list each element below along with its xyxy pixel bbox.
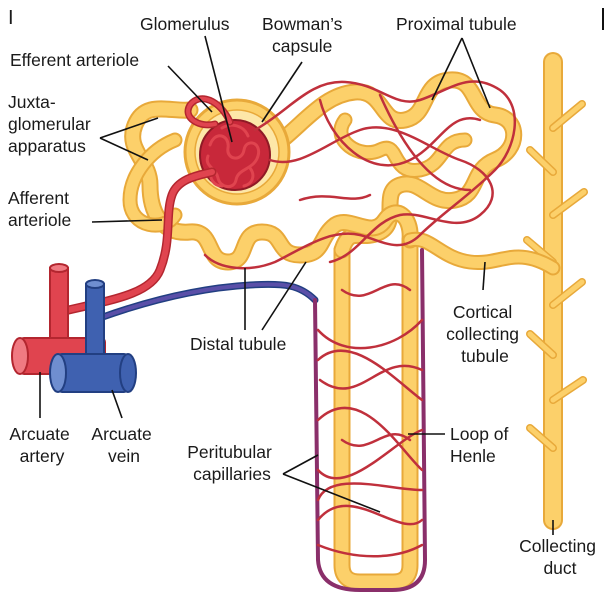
label-distal-tubule: Distal tubule [190, 334, 286, 354]
label-arcuate-vein: Arcuate vein [91, 424, 156, 466]
label-bowmans-capsule: Bowman’s capsule [262, 14, 347, 56]
label-cortical-line2: collecting [446, 324, 519, 344]
label-afferent-line2: arteriole [8, 210, 71, 230]
label-peritubular-line1: Peritubular [187, 442, 272, 462]
label-arcuate-artery: Arcuate artery [9, 424, 74, 466]
label-bowmans-line1: Bowman’s [262, 14, 343, 34]
label-collecting-duct: Collecting duct [519, 536, 601, 578]
label-juxta-line3: apparatus [8, 136, 86, 156]
label-peritubular: Peritubular capillaries [187, 442, 277, 484]
label-loop-line2: Henle [450, 446, 496, 466]
label-vein-line2: vein [108, 446, 140, 466]
label-afferent-arteriole: Afferent arteriole [8, 188, 74, 230]
label-artery-line2: artery [20, 446, 65, 466]
label-efferent-arteriole: Efferent arteriole [10, 50, 139, 70]
label-artery-line1: Arcuate [9, 424, 69, 444]
panel-marker: I [8, 7, 14, 29]
label-cortical-line3: tubule [461, 346, 509, 366]
label-vein-line1: Arcuate [91, 424, 151, 444]
label-juxta-line2: glomerular [8, 114, 91, 134]
label-juxta-line1: Juxta- [8, 92, 56, 112]
label-bowmans-line2: capsule [272, 36, 332, 56]
label-loop-of-henle: Loop of Henle [450, 424, 513, 466]
glomerulus-shape [200, 120, 270, 190]
label-afferent-line1: Afferent [8, 188, 69, 208]
collecting-duct-shape [527, 62, 584, 520]
label-cortical-collecting: Cortical collecting tubule [446, 302, 524, 366]
label-cortical-line1: Cortical [453, 302, 512, 322]
label-juxtaglomerular: Juxta- glomerular apparatus [8, 92, 96, 156]
label-proximal-tubule: Proximal tubule [396, 14, 517, 34]
label-peritubular-line2: capillaries [193, 464, 271, 484]
label-glomerulus: Glomerulus [140, 14, 230, 34]
label-loop-line1: Loop of [450, 424, 509, 444]
label-collecting-line2: duct [543, 558, 576, 578]
label-collecting-line1: Collecting [519, 536, 596, 556]
